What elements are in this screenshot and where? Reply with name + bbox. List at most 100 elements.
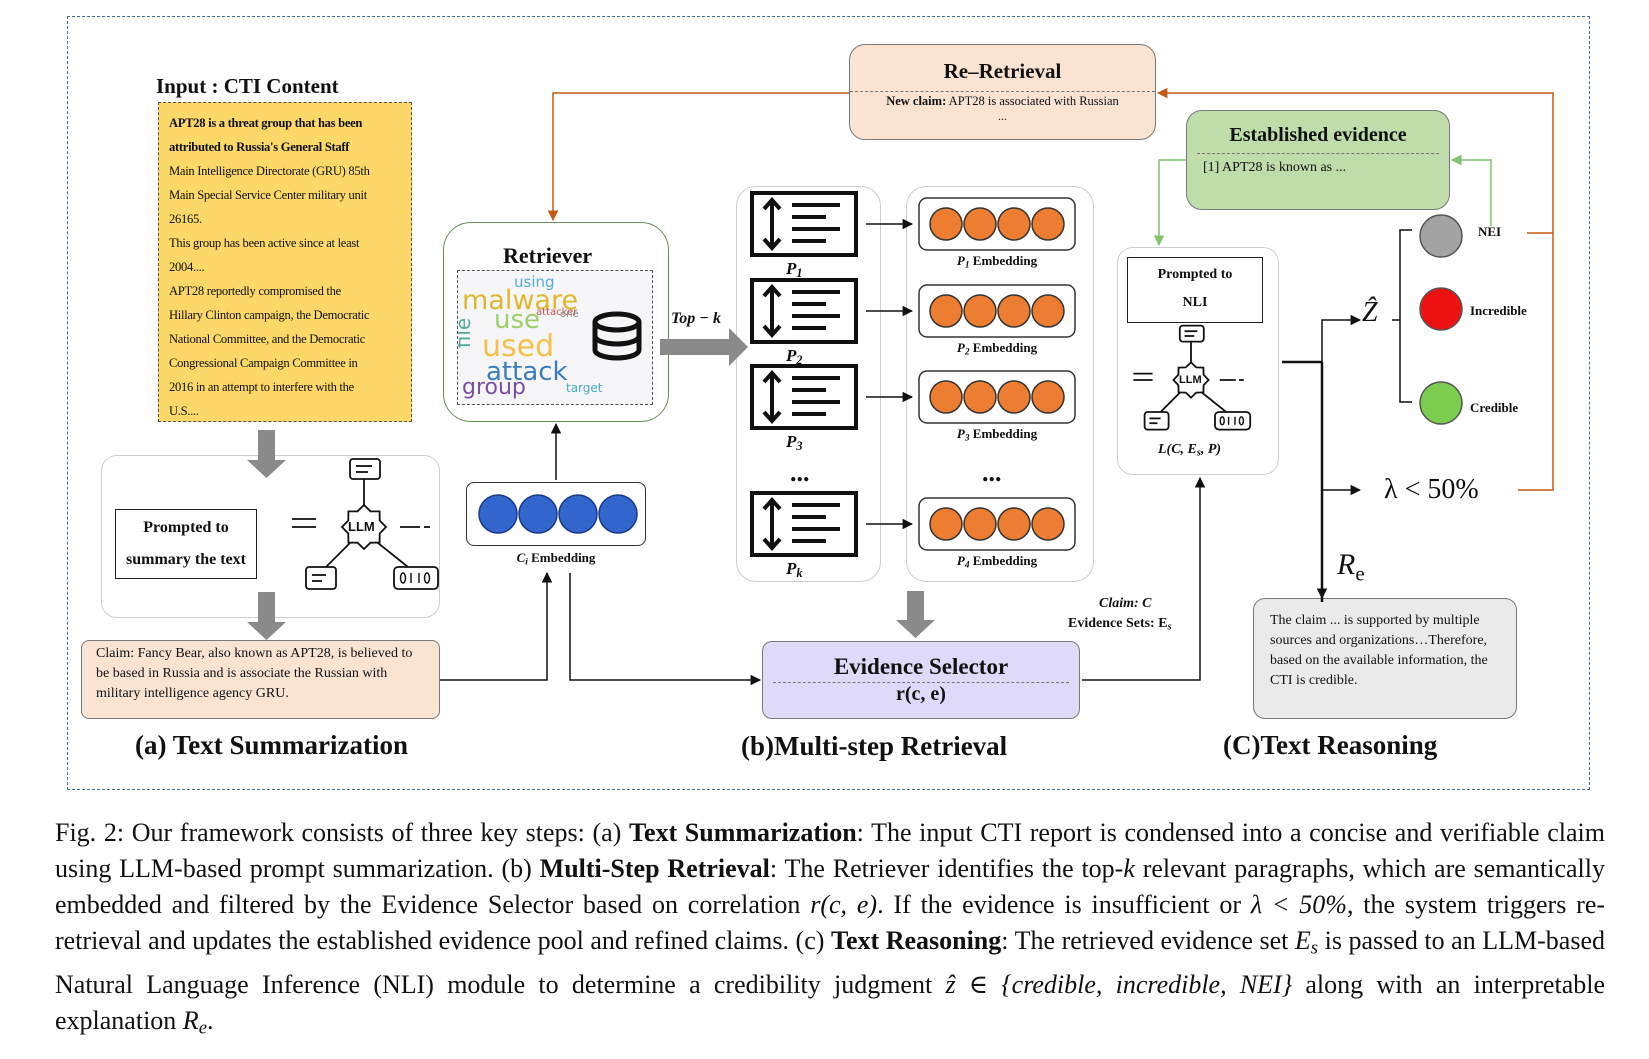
- explanation-text: The claim ... is supported by multiple s…: [1270, 613, 1488, 688]
- embedding-dot: [558, 494, 598, 534]
- passage-embedding-symbol: P: [956, 553, 965, 568]
- cti-line: 2016 in an attempt to interfere with the: [169, 380, 354, 394]
- connector-embedding-to-selector: [569, 573, 762, 686]
- passage-label: Pk: [786, 559, 803, 581]
- nli-formula-end: , P): [1200, 442, 1222, 457]
- cti-line: Main Special Service Center military uni…: [169, 188, 367, 202]
- list-doc-icon: [750, 491, 858, 557]
- passage-label: P1: [786, 259, 803, 281]
- outcome-dot: [1419, 381, 1463, 425]
- cti-content-box: APT28 is a threat group that has been at…: [158, 102, 412, 422]
- embedding-dot: [929, 507, 963, 541]
- diagram-frame: [67, 16, 1590, 790]
- embedding-dot: [518, 494, 558, 534]
- llm-label: LLM: [348, 519, 375, 534]
- word-cloud-word: used: [482, 329, 555, 364]
- section-title-summarization: (a) Text Summarization: [135, 730, 408, 760]
- re-retrieval-title: Re–Retrieval: [943, 59, 1062, 83]
- passage-embedding-symbol: P: [956, 426, 965, 441]
- outcome-dot: [1419, 287, 1463, 331]
- caption-paragraph: Fig. 2: Our framework consists of three …: [55, 815, 1605, 1046]
- connector-z-hat-bracket: [1392, 229, 1412, 403]
- word-cloud-word: malware: [462, 285, 579, 316]
- passage-embedding-label: P1 Embedding: [919, 253, 1075, 270]
- claim-embedding-text: Embedding: [531, 550, 596, 565]
- evidence-selector-title: Evidence Selector: [833, 654, 1009, 679]
- claim-embedding-symbol: C: [516, 550, 526, 565]
- caption-text: along with an interpretable explanation: [55, 969, 1605, 1035]
- claim-embedding-sub: i: [525, 557, 528, 568]
- caption-text: : The input CTI report is condensed into…: [55, 818, 1605, 883]
- word-cloud-word: one: [560, 309, 579, 320]
- word-cloud: malware use used attack group file using…: [457, 270, 653, 405]
- cti-line: APT28 reportedly compromised the: [169, 284, 341, 298]
- passage-embedding-sub: 2: [964, 347, 970, 358]
- embedding-dot: [929, 380, 963, 414]
- passage-embedding-text: Embedding: [969, 253, 1038, 268]
- passage-symbol: P: [786, 346, 797, 365]
- caption-text: Fig. 2: Our framework consists of three …: [55, 818, 629, 847]
- caption-text: . If the evidence is insufficient or: [877, 890, 1251, 919]
- nli-formula-start: L(C, E: [1158, 442, 1197, 457]
- word-cloud-word: attack: [486, 357, 568, 387]
- flow-arrow-cti-to-llm: [247, 430, 286, 478]
- re-retrieval-text: APT28 is associated with Russian: [946, 94, 1119, 108]
- word-cloud-word: using: [514, 273, 555, 291]
- passage-embeddings: [918, 197, 1076, 551]
- input-title: Input : CTI Content: [156, 74, 339, 98]
- claim-embedding-dots: [478, 494, 638, 534]
- claim-box: Claim: Fancy Bear, also known as APT28, …: [81, 640, 440, 719]
- claim-embedding-label: Ci Embedding: [466, 550, 646, 567]
- caption-math: E: [1294, 926, 1311, 955]
- embedding-dot: [963, 507, 997, 541]
- flow-arrow-top-k: [660, 328, 748, 366]
- passage-label: P2: [786, 346, 803, 368]
- section-title-retrieval: (b)Multi-step Retrieval: [741, 731, 1008, 761]
- nli-formula: L(C, Es, P): [1158, 442, 1221, 459]
- passage-sub: k: [796, 566, 803, 581]
- passage-embedding-box: [918, 197, 1076, 251]
- connector-re-retrieval-to-retriever: [547, 92, 849, 222]
- cti-line: This group has been active since at leas…: [169, 236, 360, 250]
- passage-embedding-label: P3 Embedding: [919, 426, 1075, 443]
- figure-caption: Fig. 2: Our framework consists of three …: [55, 815, 1605, 1046]
- prompt-line: summary the text: [126, 551, 246, 568]
- passage-icons: [750, 191, 914, 557]
- section-title-reasoning: (C)Text Reasoning: [1223, 730, 1438, 760]
- lambda-threshold: λ < 50%: [1384, 474, 1479, 505]
- passage-embedding-symbol: P: [956, 253, 965, 268]
- embedding-dot: [929, 207, 963, 241]
- passage-embedding-box: [918, 370, 1076, 424]
- caption-math: ẑ ∈ {credible, incredible, NEI}: [945, 969, 1293, 999]
- passage-embedding-label: P2 Embedding: [919, 340, 1075, 357]
- caption-text: : The retrieved evidence set: [1001, 926, 1295, 955]
- passage-sub: 3: [796, 439, 803, 454]
- established-evidence-title: Established evidence: [1229, 124, 1407, 146]
- diagram-graphics: [247, 87, 1554, 686]
- passage-embedding-label: P4 Embedding: [919, 553, 1075, 570]
- word-cloud-word: target: [566, 381, 603, 395]
- embedding-ellipsis: ...: [982, 458, 1002, 487]
- cti-line: 26165.: [169, 212, 202, 226]
- passage-symbol: P: [786, 432, 797, 451]
- caption-bold: Text Summarization: [628, 818, 857, 847]
- list-doc-icon: [750, 278, 858, 344]
- cti-line: National Committee, and the Democratic: [169, 332, 365, 346]
- passage-embedding-sub: 1: [964, 260, 970, 271]
- connector-claim-to-embedding: [440, 571, 553, 681]
- cti-line: Hillary Clinton campaign, the Democratic: [169, 308, 370, 322]
- passage-symbol: P: [786, 559, 797, 578]
- evidence-selector-box: Evidence Selector r(c, e): [762, 641, 1080, 719]
- cti-line: Main Intelligence Directorate (GRU) 85th: [169, 164, 370, 178]
- caption-bold: Text Reasoning: [830, 926, 1002, 955]
- flow-arrow-llm-to-claim: [247, 592, 286, 640]
- re-retrieval-box: Re–Retrieval New claim: APT28 is associa…: [849, 44, 1156, 140]
- flow-arrow-embeddings-to-selector: [896, 591, 935, 638]
- embedding-dot: [598, 494, 638, 534]
- word-cloud-word: attacker: [536, 307, 578, 318]
- caption-text: .: [207, 1005, 214, 1035]
- embedding-dot: [1031, 207, 1065, 241]
- caption-text: : The Retriever identifies the top-: [769, 854, 1124, 883]
- caption-math-sub: s: [1310, 937, 1319, 959]
- passage-embedding-text: Embedding: [969, 340, 1038, 355]
